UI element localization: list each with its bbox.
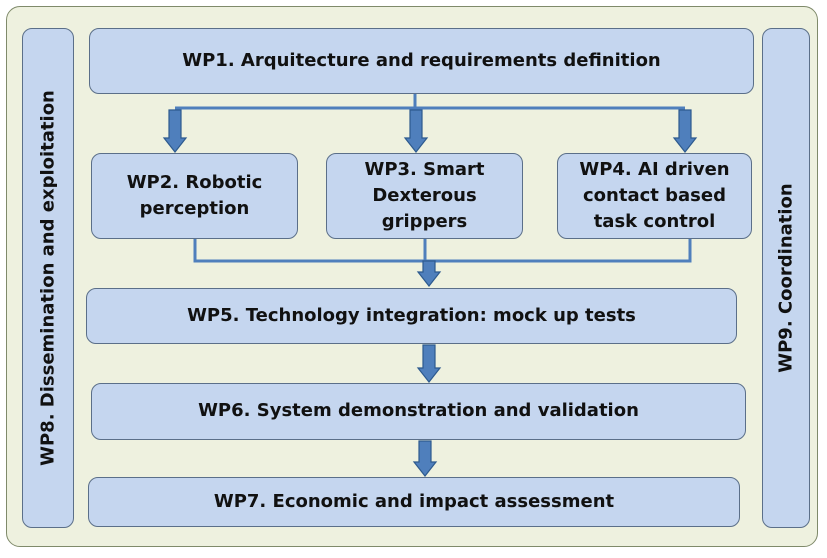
wp3-label-line-2: Dexterous [372, 184, 477, 206]
arrow-to-wp6 [416, 344, 442, 383]
arrow-to-wp4 [672, 109, 698, 153]
connector-collection-bar [193, 239, 692, 263]
wp5-box: WP5. Technology integration: mock up tes… [86, 288, 737, 344]
wp8-box: WP8. Dissemination and exploitation [22, 28, 74, 528]
wp6-box: WP6. System demonstration and validation [91, 383, 746, 440]
wp1-box: WP1. Arquitecture and requirements defin… [89, 28, 754, 94]
wp9-label: WP9. Coordination [775, 183, 797, 373]
wp4-box: WP4. AI driven contact based task contro… [557, 153, 752, 239]
wp4-label-line-1: WP4. AI driven [579, 158, 730, 180]
wp5-label: WP5. Technology integration: mock up tes… [187, 304, 636, 326]
wp3-label-line-1: WP3. Smart [364, 158, 485, 180]
wp9-box: WP9. Coordination [762, 28, 810, 528]
arrow-to-wp5 [416, 260, 442, 287]
wp1-label: WP1. Arquitecture and requirements defin… [182, 49, 661, 71]
wp7-label: WP7. Economic and impact assessment [213, 490, 615, 512]
arrow-to-wp3 [403, 109, 429, 153]
diagram-frame [6, 6, 818, 547]
wp6-label: WP6. System demonstration and validation [198, 400, 639, 422]
arrow-to-wp2 [162, 109, 188, 153]
wp2-label-line-2: perception [139, 198, 250, 219]
wp3-label-line-3: grippers [381, 211, 468, 233]
wp4-label-line-2: contact based [583, 184, 726, 206]
wp7-box: WP7. Economic and impact assessment [88, 477, 740, 527]
wp2-label-line-1: WP2. Robotic [126, 171, 263, 193]
wp8-label: WP8. Dissemination and exploitation [37, 90, 59, 466]
arrow-to-wp7 [412, 440, 438, 477]
wp3-box: WP3. Smart Dexterous grippers [326, 153, 523, 239]
wp2-box: WP2. Robotic perception [91, 153, 298, 239]
wp4-label-line-3: task control [593, 211, 716, 233]
